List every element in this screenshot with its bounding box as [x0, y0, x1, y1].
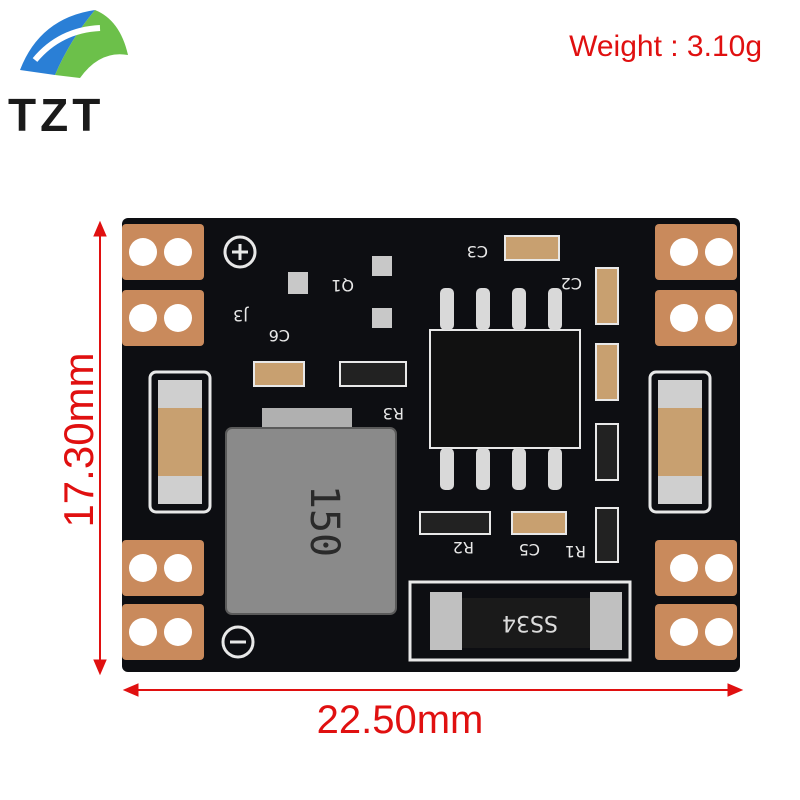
width-dimension-arrow: [122, 683, 744, 697]
smd-components: [253, 235, 619, 563]
svg-text:C5: C5: [519, 540, 540, 559]
svg-text:C2: C2: [561, 274, 582, 293]
width-dimension-label: 22.50mm: [316, 698, 484, 742]
silkscreen-labels: J3 Q1 C3 C6 R3 R2 C5 R1 C2: [233, 242, 586, 561]
svg-text:SS34: SS34: [502, 610, 558, 635]
svg-text:C3: C3: [467, 242, 488, 261]
ic-chip: [429, 288, 581, 490]
height-dimension-arrow: [93, 220, 107, 676]
svg-text:Q1: Q1: [331, 276, 354, 295]
diode: SS34: [408, 580, 632, 662]
silkscreen-plus-icon: [223, 235, 257, 269]
weight-label: Weight : 3.10g: [569, 30, 762, 63]
svg-text:R2: R2: [453, 538, 474, 557]
tzt-logo-icon: [20, 10, 128, 78]
copper-pads-left: [122, 224, 204, 660]
silkscreen-minus-icon: [221, 625, 255, 659]
inductor: 150: [225, 408, 397, 615]
svg-text:R3: R3: [383, 404, 404, 423]
capacitor-left: [148, 370, 212, 514]
brand-name: TZT: [8, 89, 105, 141]
height-dimension-label: 17.30mm: [55, 352, 102, 528]
svg-text:150: 150: [301, 485, 347, 557]
svg-text:R1: R1: [565, 542, 586, 561]
svg-text:C6: C6: [269, 326, 290, 345]
capacitor-right: [648, 370, 712, 514]
pcb-board: 150 SS34: [122, 218, 740, 672]
svg-text:J3: J3: [233, 306, 249, 325]
